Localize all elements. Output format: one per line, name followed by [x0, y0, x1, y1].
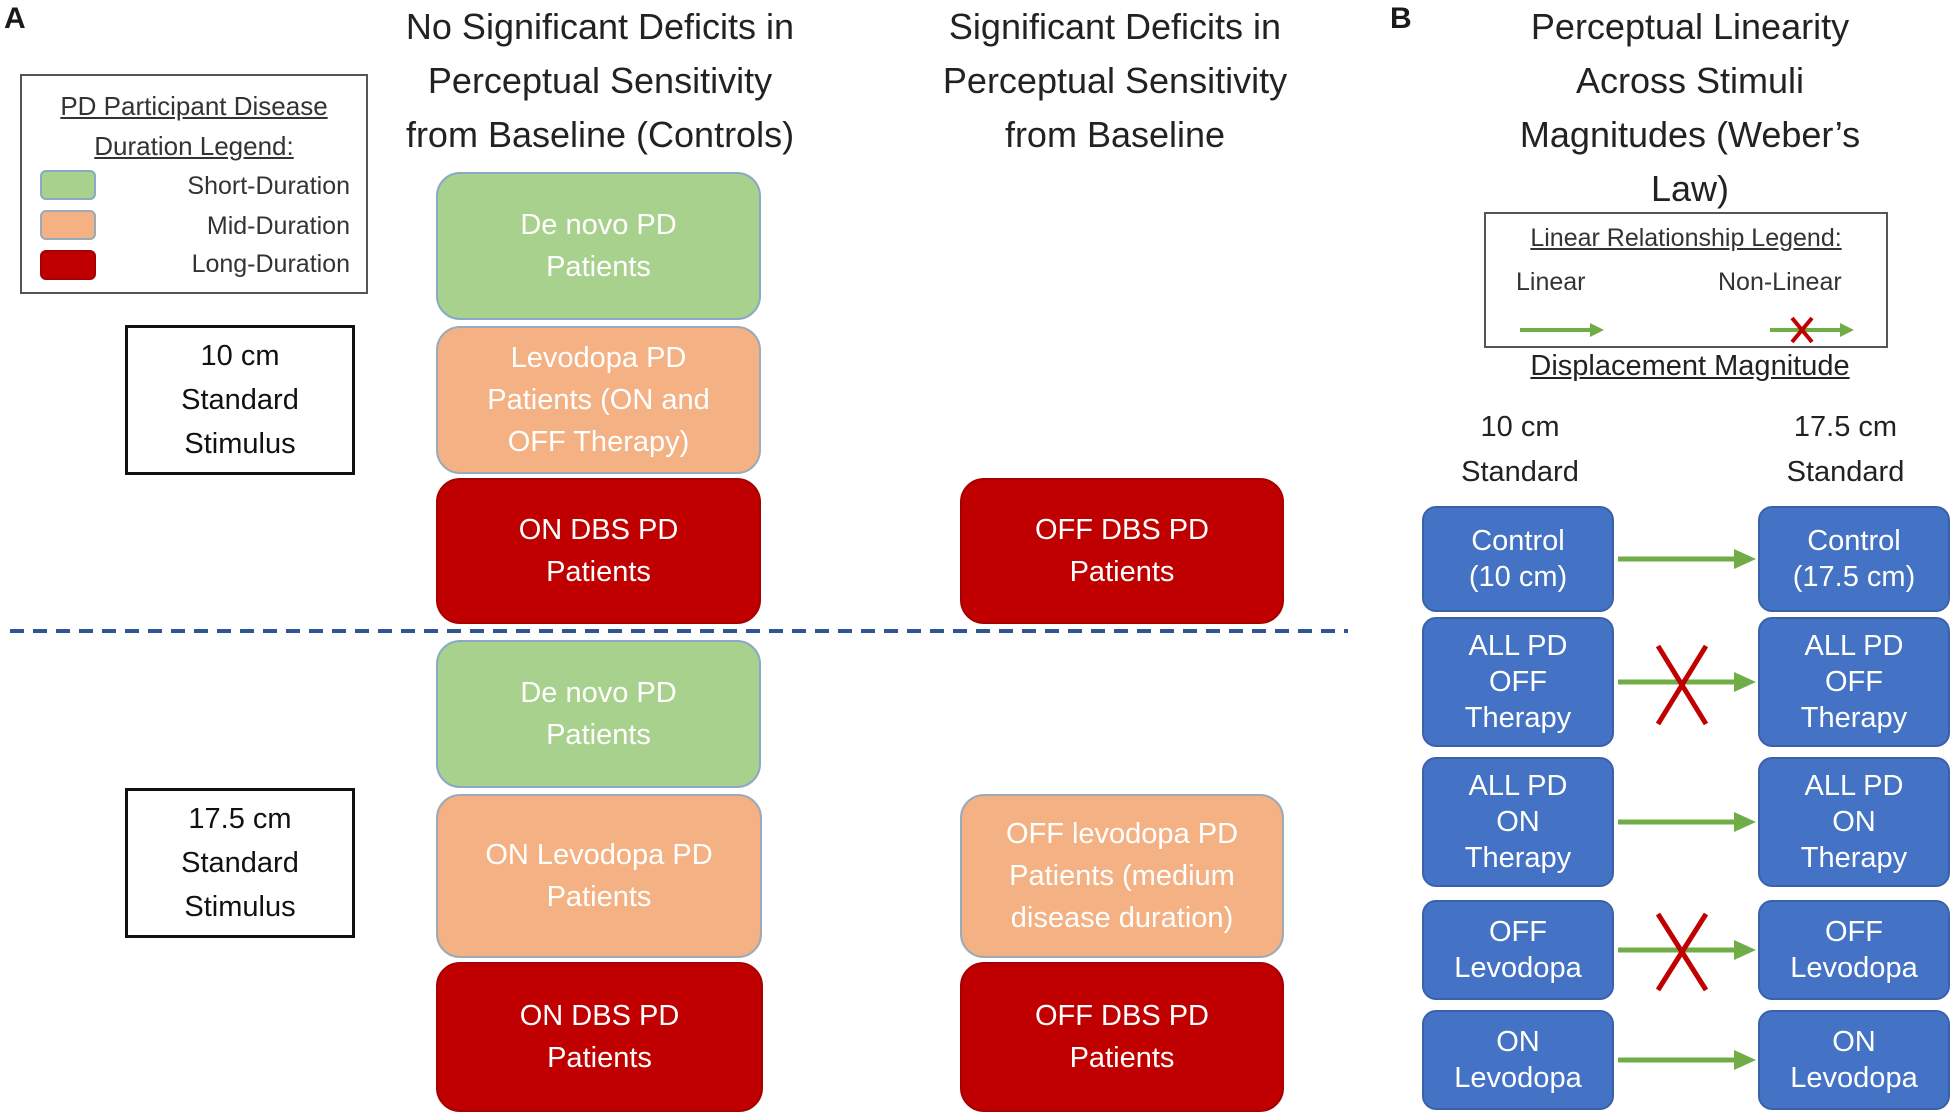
- swatch-long: [40, 250, 96, 280]
- legend-short-label: Short-Duration: [187, 172, 350, 200]
- linear-legend: Linear Relationship Legend: Linear Non-L…: [1484, 212, 1888, 348]
- cross-icon-row-4: [1655, 912, 1709, 992]
- row-control-left: Control(10 cm): [1422, 506, 1614, 612]
- stimulus-divider: [10, 629, 1348, 633]
- stimulus-17-5cm: 17.5 cm Standard Stimulus: [125, 788, 355, 938]
- nonlinear-legend-label: Non-Linear: [1718, 268, 1842, 296]
- cross-icon-row-2: [1655, 644, 1709, 726]
- row-control-right: Control(17.5 cm): [1758, 506, 1950, 612]
- linearity-arrows: [1618, 549, 1756, 1070]
- arrow-row-1: [1618, 549, 1756, 569]
- heading-perceptual-linearity: Perceptual Linearity Across Stimuli Magn…: [1519, 6, 1861, 209]
- linear-arrow-icon: [1520, 323, 1604, 337]
- legend-mid-label: Mid-Duration: [206, 212, 350, 240]
- duration-legend: PD Participant Disease Duration Legend: …: [20, 74, 368, 294]
- displacement-magnitude-label: Displacement Magnitude: [1530, 350, 1850, 382]
- panel-b-letter: B: [1390, 2, 1412, 35]
- legend-arrows: [1520, 316, 1854, 344]
- column-head-17-5cm: 17.5 cm Standard: [1786, 411, 1905, 488]
- linear-legend-title: Linear Relationship Legend:: [1530, 224, 1842, 252]
- arrow-row-3: [1618, 812, 1756, 832]
- duration-legend-title: PD Participant Disease Duration Legend:: [60, 91, 328, 161]
- heading-deficits: Significant Deficits in Perceptual Sensi…: [942, 6, 1288, 155]
- panel-a-letter: A: [4, 2, 26, 35]
- swatch-mid: [40, 210, 96, 240]
- nonlinear-arrow-icon: [1770, 316, 1854, 344]
- linear-legend-label: Linear: [1516, 268, 1586, 296]
- arrow-row-5: [1618, 1050, 1756, 1070]
- stimulus-10cm: 10 cm Standard Stimulus: [125, 325, 355, 475]
- legend-long-label: Long-Duration: [191, 250, 350, 278]
- swatch-short: [40, 170, 96, 200]
- heading-no-deficits: No Significant Deficits in Perceptual Se…: [405, 6, 795, 155]
- column-head-10cm: 10 cm Standard: [1461, 411, 1579, 488]
